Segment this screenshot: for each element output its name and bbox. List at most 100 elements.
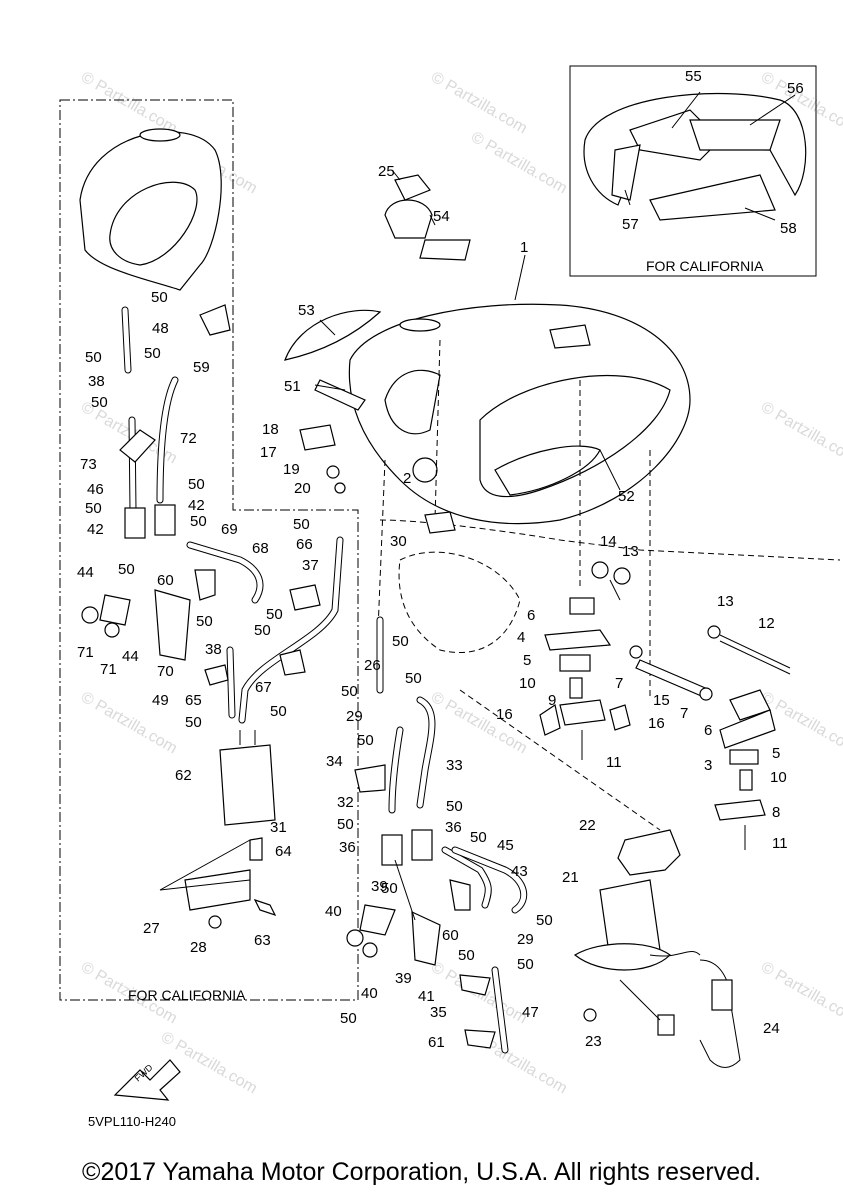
part-callout-34: 34 [326,753,343,770]
part-callout-6a: 6 [527,607,535,624]
part-callout-10a: 10 [519,675,536,692]
diagram-code: 5VPL110-H240 [88,1114,176,1129]
part-callout-12: 12 [758,615,775,632]
part-callout-50p: 50 [341,683,358,700]
part-callout-50z: 50 [340,1010,357,1027]
part-callout-50a: 50 [151,289,168,306]
fwd-arrow: FWD [113,1059,181,1101]
part-callout-19: 19 [283,461,300,478]
part-callout-39b: 39 [395,970,412,987]
part-callout-51: 51 [284,378,301,395]
part-callout-71b: 71 [100,661,117,678]
part-callout-61: 61 [428,1034,445,1051]
part-callout-50l: 50 [293,516,310,533]
part-callout-44a: 44 [77,564,94,581]
part-callout-16a: 16 [496,706,513,723]
part-callout-11a: 11 [606,754,622,771]
part-callout-18: 18 [262,421,279,438]
part-callout-13b: 13 [622,543,639,560]
part-callout-6b: 6 [704,722,712,739]
part-callout-29a: 29 [346,708,363,725]
part-callout-42b: 42 [188,497,205,514]
mounting-hardware [539,561,791,850]
california-inset-top: FOR CALIFORNIA [569,65,817,277]
watermark-text: © Partzilla.com [758,959,843,1028]
part-callout-40b: 40 [361,985,378,1002]
hoses-middle [346,511,528,1054]
part-callout-59: 59 [193,359,210,376]
part-callout-4: 4 [517,629,525,646]
part-callout-52: 52 [618,488,635,505]
part-callout-47: 47 [522,1004,539,1021]
part-callout-8: 8 [772,804,780,821]
part-callout-71a: 71 [77,644,94,661]
part-callout-1: 1 [520,239,528,256]
part-callout-50n: 50 [270,703,287,720]
part-callout-53: 53 [298,302,315,319]
part-callout-36a: 36 [339,839,356,856]
part-callout-5b: 5 [772,745,780,762]
part-callout-50h: 50 [118,561,135,578]
part-callout-22: 22 [579,817,596,834]
part-callout-41: 41 [418,988,435,1005]
part-callout-49: 49 [152,692,169,709]
part-callout-50j: 50 [266,606,283,623]
part-callout-44b: 44 [122,648,139,665]
part-callout-50g: 50 [190,513,207,530]
part-callout-50d: 50 [91,394,108,411]
part-callout-70: 70 [157,663,174,680]
copyright-notice: ©2017 Yamaha Motor Corporation, U.S.A. A… [82,1158,761,1186]
part-callout-5a: 5 [523,652,531,669]
part-callout-26: 26 [364,657,381,674]
part-callout-55: 55 [685,68,702,85]
part-callout-50s: 50 [446,798,463,815]
part-callout-23: 23 [585,1033,602,1050]
part-callout-50w: 50 [536,912,553,929]
part-callout-29b: 29 [517,931,534,948]
part-callout-16b: 16 [648,715,665,732]
fuel-tank [284,169,691,525]
part-callout-50i: 50 [196,613,213,630]
fuel-pump-assembly [573,829,741,1068]
part-callout-64: 64 [275,843,292,860]
part-callout-13a: 13 [717,593,734,610]
part-callout-37: 37 [302,557,319,574]
part-callout-48: 48 [152,320,169,337]
part-callout-39a: 39 [371,878,388,895]
part-callout-36b: 36 [445,819,462,836]
california-label-top: FOR CALIFORNIA [646,258,764,274]
part-callout-56: 56 [787,80,804,97]
part-callout-50c: 50 [144,345,161,362]
part-callout-20: 20 [294,480,311,497]
part-callout-67: 67 [255,679,272,696]
part-callout-2: 2 [403,470,411,487]
part-callout-31: 31 [270,819,287,836]
frame-outline [377,339,841,831]
california-region-left: FOR CALIFORNIA [59,99,359,1003]
part-callout-50q: 50 [405,670,422,687]
part-callout-7b: 7 [680,705,688,722]
part-callout-66: 66 [296,536,313,553]
part-callout-25: 25 [378,163,395,180]
part-callout-72: 72 [180,430,197,447]
part-callout-30: 30 [390,533,407,550]
part-callout-68: 68 [252,540,269,557]
part-callout-57: 57 [622,216,639,233]
part-callout-50e: 50 [85,500,102,517]
watermark-text: © Partzilla.com [468,129,570,198]
part-callout-50y: 50 [517,956,534,973]
part-callout-38b: 38 [205,641,222,658]
part-callout-21: 21 [562,869,579,886]
part-callout-15: 15 [653,692,670,709]
part-callout-45: 45 [497,837,514,854]
part-callouts: 1234556677891010111112131314151616171819… [77,68,804,1051]
part-callout-38a: 38 [88,373,105,390]
watermark-text: © Partzilla.com [758,399,843,468]
part-callout-50u: 50 [470,829,487,846]
part-callout-46: 46 [87,481,104,498]
part-callout-14: 14 [600,533,617,550]
part-callout-73: 73 [80,456,97,473]
part-callout-27: 27 [143,920,160,937]
part-callout-33: 33 [446,757,463,774]
